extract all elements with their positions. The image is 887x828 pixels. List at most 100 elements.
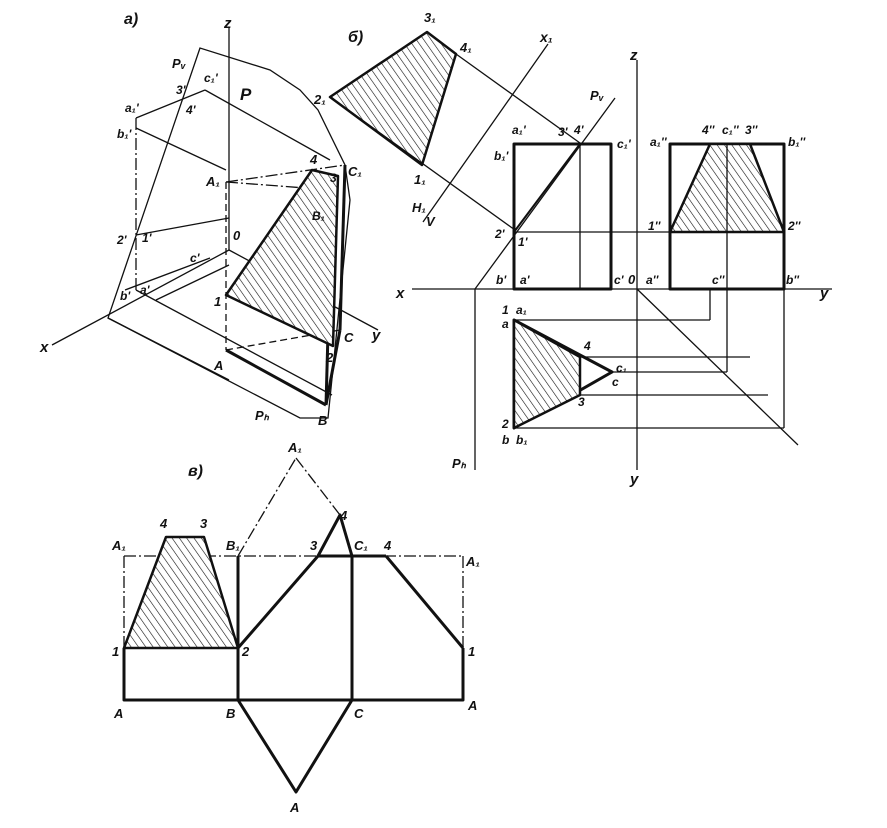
aux-proj-1	[455, 53, 581, 144]
label-b1p: b₁'	[117, 127, 133, 141]
label-pt4-left: 4	[159, 516, 168, 531]
dev-section-right	[384, 555, 465, 649]
frontal-b1-line	[135, 127, 227, 171]
label-c1-b: c₁	[616, 361, 627, 375]
label-C1: C₁	[348, 164, 362, 179]
label-pt4-right: 4	[383, 538, 392, 553]
label-pt4-tri: 4	[339, 508, 348, 523]
label-a1-b: a₁	[516, 303, 527, 317]
ground-line-1	[124, 257, 211, 291]
label-one-p-b: 1'	[518, 235, 529, 249]
label-three-p-b: 3'	[558, 125, 569, 139]
section-polygon-a	[224, 168, 340, 348]
label-b-b: b	[502, 433, 509, 447]
prism-edge-C1-C	[338, 164, 347, 331]
label-ap-b: a'	[520, 273, 531, 287]
label-bp-b: b'	[496, 273, 507, 287]
label-pt3: 3	[330, 171, 337, 185]
label-pt3-left: 3	[200, 516, 208, 531]
label-o-b: 0	[628, 272, 636, 287]
dev-tri-left	[237, 457, 297, 557]
label-B1: B₁	[312, 209, 325, 223]
label-four-p: 4'	[185, 103, 197, 117]
label-cpp: c''	[712, 273, 726, 287]
frontal-view-rect	[512, 142, 613, 291]
label-C: C	[344, 330, 354, 345]
label-pt4: 4	[309, 152, 318, 167]
link-diagonal	[636, 288, 799, 446]
label-a1p-b: a₁'	[512, 123, 527, 137]
label-three-pp: 3''	[745, 123, 759, 137]
label-p: P	[240, 85, 252, 104]
label-A-left: A	[113, 706, 123, 721]
label-b1pp: b₁''	[788, 135, 806, 149]
label-y: y	[371, 327, 381, 344]
dev-section-mid	[236, 513, 354, 649]
label-bp: b'	[120, 289, 131, 303]
frontal-2-line	[135, 217, 230, 236]
label-z: z	[223, 15, 232, 32]
ground-line-4	[155, 264, 230, 301]
plane-p-outline	[107, 47, 351, 419]
label-ph-b: Pₕ	[452, 456, 467, 471]
prism-edge-A-B	[225, 348, 327, 407]
label-cp: c'	[190, 251, 201, 265]
figure-v-development: в) A₁ 4 3 A₁ B₁ 3 4 C₁ 4 A₁ 1 2 1 A B	[111, 440, 480, 815]
label-C: C	[354, 706, 364, 721]
label-pt2-b: 2	[501, 417, 509, 431]
label-x: x	[39, 339, 49, 356]
label-pt1: 1	[214, 294, 221, 309]
label-y-b: y	[629, 471, 639, 488]
label-pt2: 2	[325, 350, 334, 365]
dev-section-left	[122, 535, 240, 650]
ground-line-2	[107, 317, 230, 381]
label-A1: A₁	[205, 174, 220, 189]
label-B1: B₁	[226, 538, 240, 553]
label-cp-b: c'	[614, 273, 625, 287]
label-three-p: 3'	[176, 83, 187, 97]
label-x-b: x	[395, 285, 405, 302]
label-ap: a'	[140, 283, 151, 297]
label-pt2: 2	[241, 644, 250, 659]
figure-a-isometric: a) z P Pᵥ Pₕ x y 0 c₁'	[39, 11, 381, 428]
frontal-left-line	[135, 89, 206, 119]
label-one-p: 1'	[142, 231, 153, 245]
aux-proj-2	[329, 96, 516, 231]
dev-bottom-triangle	[236, 699, 354, 794]
figure-b-tag: б)	[348, 29, 363, 46]
section-polygon-aux	[328, 30, 458, 167]
label-A1-left: A₁	[111, 538, 126, 553]
label-c1pp: c₁''	[722, 123, 740, 137]
frontal-top-line	[204, 89, 331, 161]
label-app: a''	[646, 273, 660, 287]
label-a1pp: a₁''	[650, 135, 668, 149]
label-A1-top: A₁	[287, 440, 302, 455]
label-a1p: a₁'	[125, 101, 140, 115]
label-two-p: 2'	[116, 233, 128, 247]
label-one-pp: 1''	[648, 219, 662, 233]
dev-lower-rect	[122, 648, 465, 702]
label-C1: C₁	[354, 538, 368, 553]
label-three1: 3₁	[424, 10, 436, 25]
label-o: 0	[233, 228, 241, 243]
label-z-b: z	[629, 47, 638, 64]
label-a-b: a	[502, 317, 509, 331]
figure-b-orthographic: б) 3₁ 4₁	[313, 10, 832, 488]
label-A-right: A	[467, 698, 477, 713]
label-b1p-b: b₁'	[494, 149, 510, 163]
frontal-section-line	[513, 143, 581, 233]
label-one1: 1₁	[414, 172, 426, 187]
label-A1-right: A₁	[465, 554, 480, 569]
figure-a-tag: a)	[124, 11, 138, 28]
label-four-pp: 4''	[701, 123, 716, 137]
label-two1: 2₁	[313, 92, 326, 107]
axis-x	[51, 249, 230, 346]
label-four1: 4₁	[459, 40, 472, 55]
label-pt1-b: 1	[502, 303, 509, 317]
label-pt4-b: 4	[583, 339, 591, 353]
label-pt3-mid: 3	[310, 538, 318, 553]
trace-pv	[474, 97, 616, 290]
label-v: V	[426, 214, 436, 229]
label-pv: Pᵥ	[172, 56, 187, 71]
